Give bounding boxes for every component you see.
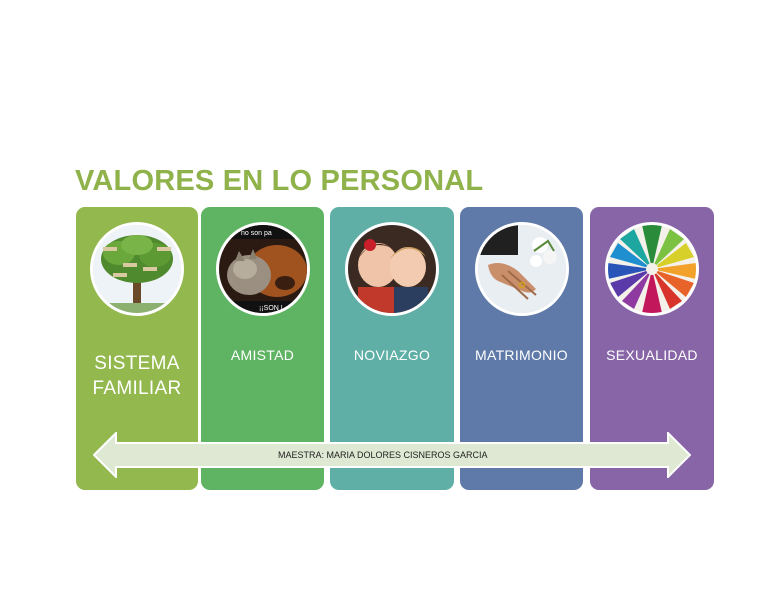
card-label-line1: SISTEMA	[94, 353, 180, 374]
image-text-top: no son pa	[241, 230, 272, 237]
dog-and-cat-image: no son pa ¡¡SON I	[215, 222, 310, 316]
teacher-caption: MAESTRA: MARIA DOLORES CISNEROS GARCIA	[278, 450, 488, 460]
card-sistema-familiar: SISTEMA FAMILIAR	[76, 207, 198, 490]
family-tree-icon	[93, 225, 181, 313]
card-label-line2: FAMILIAR	[92, 378, 182, 399]
wedding-hands-icon	[477, 225, 566, 313]
card-label: SEXUALIDAD	[606, 347, 698, 363]
children-kiss-icon	[348, 225, 436, 313]
double-arrow-icon	[93, 432, 691, 478]
family-tree-image	[90, 222, 184, 316]
card-label: MATRIMONIO	[475, 347, 568, 363]
double-arrow-banner	[93, 432, 691, 478]
card-label: NOVIAZGO	[353, 347, 431, 363]
dog-and-cat-icon: no son pa ¡¡SON I	[218, 225, 307, 313]
colored-pencils-icon	[608, 225, 696, 313]
page-title: VALORES EN LO PERSONAL	[75, 165, 484, 197]
colored-pencils-image	[605, 222, 699, 316]
wedding-hands-image	[474, 222, 569, 316]
card-label: SISTEMA FAMILIAR	[76, 351, 198, 401]
card-label: AMISTAD	[230, 347, 295, 363]
children-kiss-image	[345, 222, 439, 316]
image-text-bottom: ¡¡SON I	[259, 305, 283, 312]
